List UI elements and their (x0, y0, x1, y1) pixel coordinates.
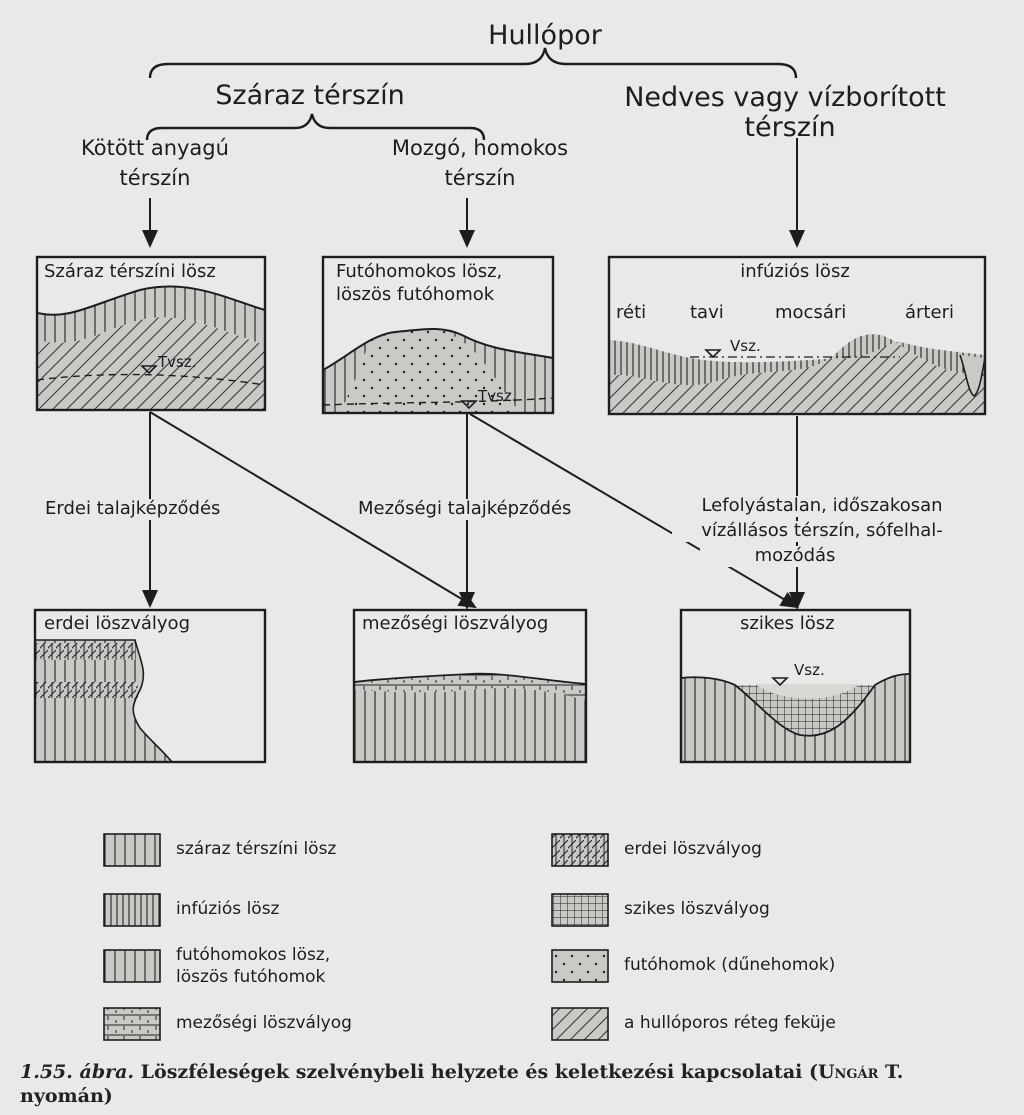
label-reti: réti (616, 303, 646, 324)
legend-swatch-infusion (104, 894, 160, 926)
legend-dune: futóhomok (dűnehomok) (624, 956, 835, 976)
caption-tail: nyomán) (20, 1085, 113, 1107)
legend-swatch-dune (552, 950, 608, 982)
water-level-label-b: Vsz. (794, 662, 825, 679)
process-saline-label-3: mozódás (700, 546, 890, 567)
label-tavi: tavi (690, 303, 724, 324)
box-dry-loess-section (37, 287, 265, 410)
legend-saline: szikes löszvályog (624, 900, 770, 920)
caption-text: Löszféleségek szelvénybeli helyzete és k… (141, 1061, 818, 1083)
root-label: Hullópor (445, 20, 645, 51)
box-title-dry-loess: Száraz térszíni lösz (44, 262, 216, 283)
label-mocsari: mocsári (775, 303, 846, 324)
dry-surface-label: Száraz térszín (200, 80, 420, 111)
legend-swatch-saline (552, 894, 608, 926)
legend-sand-2: löszös futóhomok (176, 968, 325, 988)
box-forest-clay-section (35, 640, 172, 762)
box-saline-loess-section (681, 674, 910, 762)
legend-dry-loess: száraz térszíni lösz (176, 840, 336, 860)
legend-swatch-bed (552, 1008, 608, 1040)
box-title-saline-loess: szikes lösz (740, 614, 835, 635)
groundwater-label-a: Tvsz. (158, 354, 197, 371)
legend-swatch-sand-loess (104, 950, 160, 982)
box-title-sand-loess-1: Futóhomokos lösz, (336, 262, 502, 283)
process-forest-label: Erdei talajképződés (43, 499, 222, 520)
figure-caption: 1.55. ábra. Löszféleségek szelvénybeli h… (20, 1060, 1010, 1109)
caption-author: Ungár T. (818, 1061, 903, 1083)
legend-swatch-meadow (104, 1008, 160, 1040)
legend-swatch-dry-loess (104, 834, 160, 866)
box-infusion-loess-section (609, 334, 985, 414)
legend-meadow: mezőségi löszvályog (176, 1014, 352, 1034)
groundwater-label-b: Tvsz. (478, 388, 517, 405)
legend-forest: erdei löszvályog (624, 840, 762, 860)
process-saline-label-1: Lefolyástalan, időszakosan (672, 496, 972, 517)
legend-swatch-forest (552, 834, 608, 866)
water-level-label-a: Vsz. (730, 338, 761, 355)
legend-infusion: infúziós lösz (176, 900, 279, 920)
sandy-surface-label-1: Mozgó, homokos (375, 136, 585, 160)
process-meadow-label: Mezőségi talajképződés (356, 499, 573, 520)
sandy-surface-label-2: térszín (395, 166, 565, 190)
box-title-meadow-clay: mezőségi löszvályog (362, 614, 548, 635)
top-brace (150, 48, 796, 78)
wet-surface-label-2: térszín (700, 112, 880, 143)
legend-sand-1: futóhomokos lösz, (176, 946, 330, 966)
bound-surface-label-2: térszín (70, 166, 240, 190)
caption-number: 1.55. ábra. (20, 1061, 134, 1083)
label-arteri: árteri (905, 303, 954, 324)
process-saline-label-2: vízállásos térszín, sófelhal- (672, 521, 972, 542)
bound-surface-label-1: Kötött anyagú (55, 136, 255, 160)
legend-bed: a hullóporos réteg feküje (624, 1014, 836, 1034)
box-title-forest-clay: erdei löszvályog (44, 614, 190, 635)
box-title-infusion-loess: infúziós lösz (700, 262, 890, 283)
box-title-sand-loess-2: löszös futóhomok (336, 285, 494, 306)
wet-surface-label-1: Nedves vagy vízborított (610, 82, 960, 113)
box-meadow-clay-section (354, 674, 586, 762)
